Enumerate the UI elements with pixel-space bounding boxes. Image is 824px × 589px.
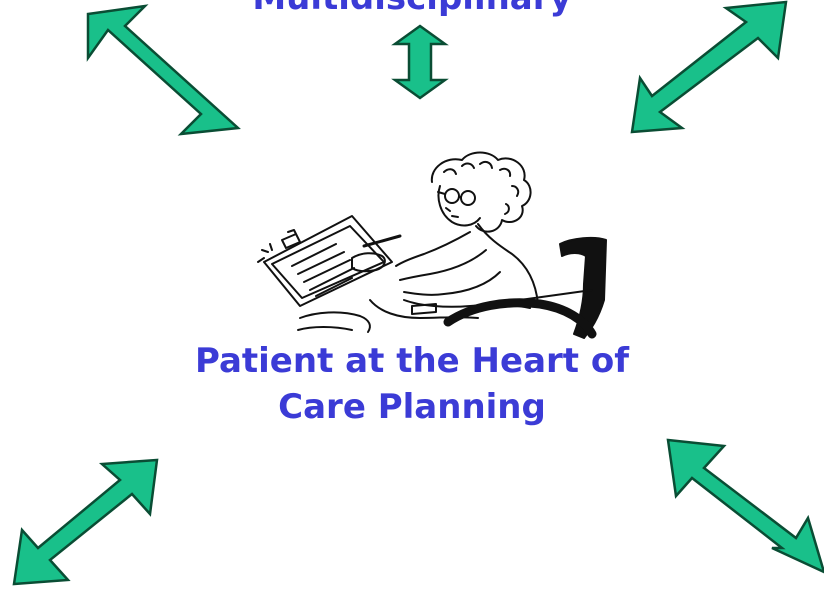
- center-label-line-2: Care Planning: [278, 387, 546, 427]
- patient-in-wheelchair-icon: [257, 151, 607, 339]
- double-arrow-top-center-icon: [391, 24, 449, 100]
- double-arrow-bottom-right-icon: [666, 438, 824, 574]
- double-arrow-top-left-icon: [86, 4, 241, 136]
- top-label: Multidisciplinary: [212, 0, 612, 18]
- double-arrow-top-right-icon: [630, 0, 788, 134]
- center-label-line-1: Patient at the Heart of: [194, 341, 630, 381]
- double-arrow-bottom-left-icon: [12, 458, 159, 586]
- center-label: Patient at the Heart of Care Planning: [112, 338, 712, 430]
